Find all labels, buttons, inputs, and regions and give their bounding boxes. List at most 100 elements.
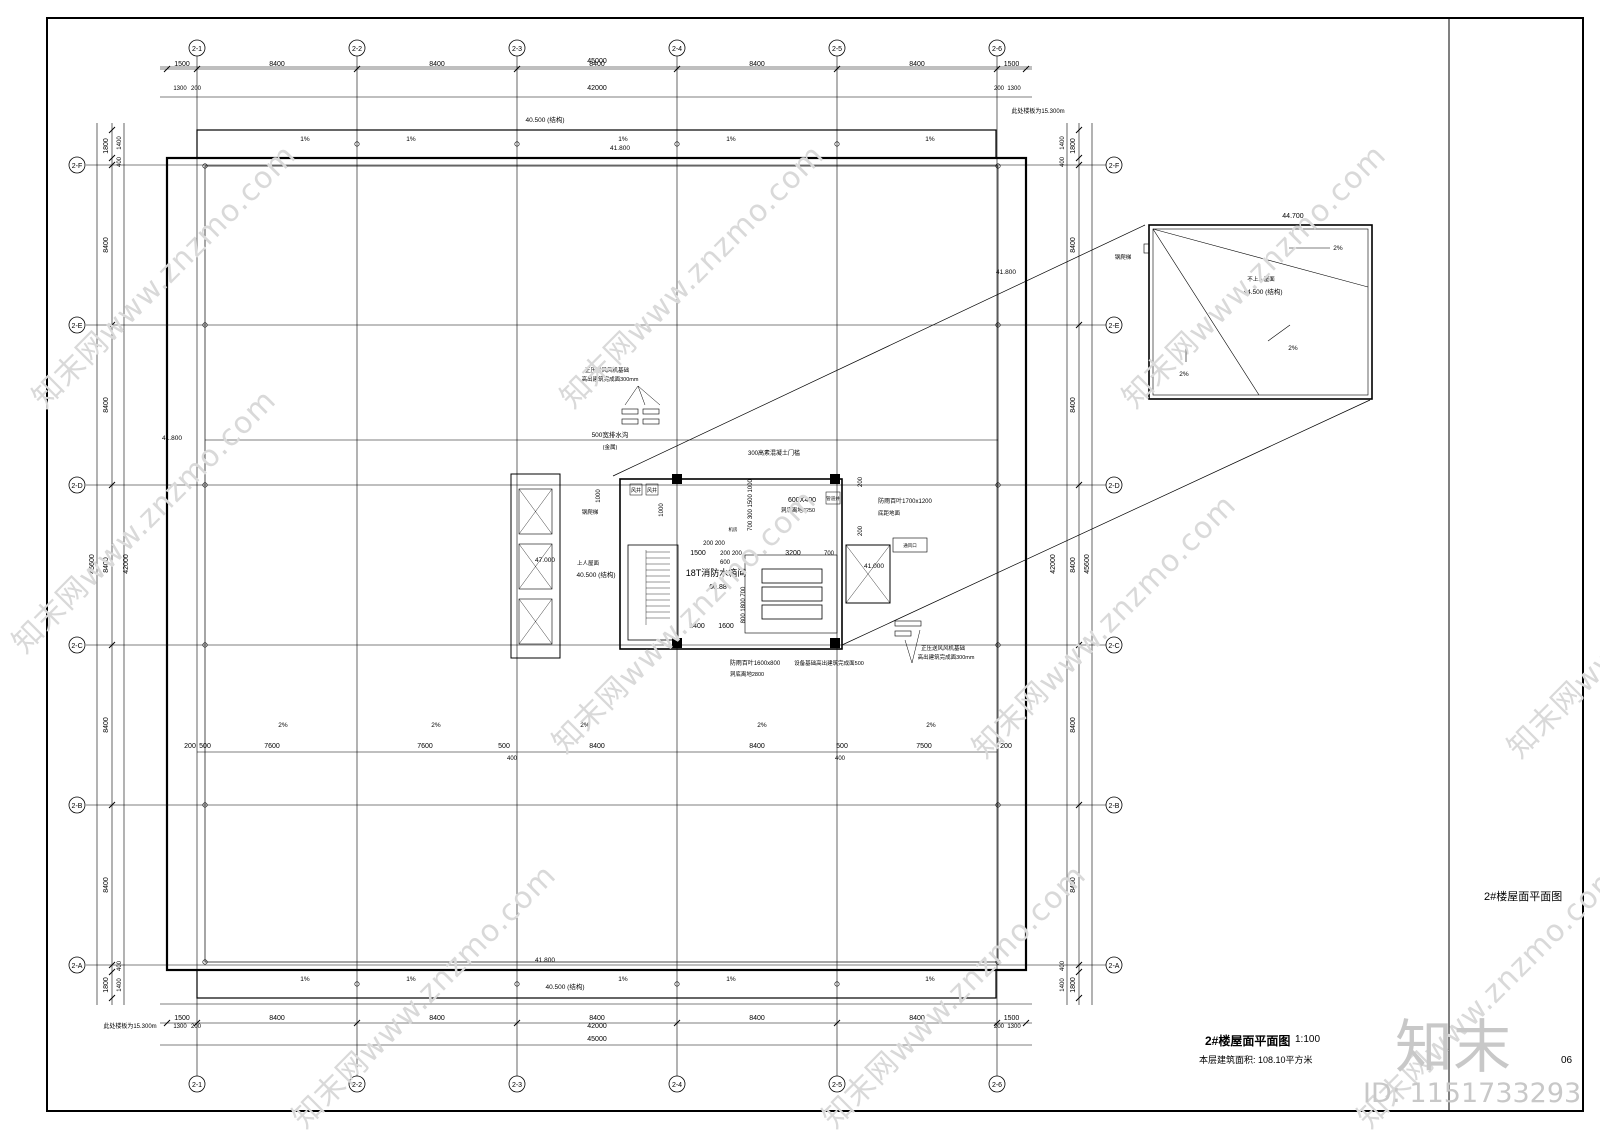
louver: 防雨百叶1600x800	[730, 659, 781, 667]
dim-inner: 42000	[587, 85, 607, 92]
slope-2pct: 2%	[431, 722, 441, 729]
axis-label-col: 2-1	[192, 1082, 202, 1089]
dim-v8400: 8400	[1070, 237, 1077, 253]
dim-stack: 800 1800 700	[741, 586, 747, 623]
slope-1pct: 1%	[726, 136, 736, 143]
axis-label-row: 2-C	[71, 643, 82, 650]
elevator-car-3	[518, 598, 553, 645]
column-2	[830, 474, 840, 484]
dim-700: 700	[824, 551, 835, 557]
axis-bubble-col	[508, 39, 526, 57]
slope-2pct: 2%	[580, 722, 590, 729]
dimension-lines	[96, 65, 1093, 1046]
dim-v1400: 1400	[1060, 978, 1066, 992]
inset-slope: 2%	[1333, 245, 1343, 252]
axis-bubble-row	[68, 156, 86, 174]
dim-bay: 8400	[269, 61, 285, 68]
axis-label-col: 2-3	[512, 46, 522, 53]
dim-bay: 8400	[429, 61, 445, 68]
stair-core	[619, 478, 843, 650]
steel-ladder: 钢爬梯	[582, 508, 599, 516]
inset-ladder: 钢爬梯	[1115, 253, 1132, 261]
fan-base-top	[621, 385, 661, 425]
dim-stack: 700 300 1500 1000	[748, 478, 754, 530]
dim-sub: 1300	[1007, 86, 1021, 92]
dim-v400: 400	[117, 156, 123, 167]
inset-note: 不上人屋面	[1247, 275, 1275, 283]
dim-1000: 1000	[596, 489, 602, 503]
axis-bubble-col	[188, 39, 206, 57]
dim-v8400: 8400	[1070, 557, 1077, 573]
axis-bubble-row	[68, 796, 86, 814]
inset-slope: 2%	[1288, 345, 1298, 352]
slope-2pct: 2%	[278, 722, 288, 729]
dim-bay: 8400	[589, 1015, 605, 1022]
dim-overall-v: 45600	[1084, 554, 1091, 574]
shaft-right	[845, 544, 891, 604]
dim-bay: 8400	[909, 61, 925, 68]
axis-label-col: 2-6	[992, 1082, 1002, 1089]
fan-tag: 风井	[631, 487, 641, 494]
side-title: 2#楼屋面平面图	[1484, 891, 1563, 903]
dim-bay: 8400	[909, 1015, 925, 1022]
dim-v400: 400	[1060, 960, 1066, 971]
axis-bubble-col	[668, 1075, 686, 1093]
dim-v8400: 8400	[103, 397, 110, 413]
axis-label-row: 2-F	[1109, 163, 1120, 170]
axis-label-col: 2-1	[192, 46, 202, 53]
elevator-car-1	[518, 488, 553, 535]
dim-v1800: 1800	[1070, 138, 1077, 154]
axis-label-row: 2-F	[72, 163, 83, 170]
edge-level-left: 41.800	[162, 435, 182, 442]
dim-v8400: 8400	[1070, 717, 1077, 733]
inset-roof-plan	[1143, 224, 1373, 400]
axis-label-row: 2-C	[1108, 643, 1119, 650]
slope-2pct: 2%	[757, 722, 767, 729]
axis-bubble-row	[1105, 476, 1123, 494]
parapet-bottom-band	[196, 969, 997, 999]
dim-bay: 8400	[429, 1015, 445, 1022]
callout-line-top	[612, 224, 1146, 477]
axis-bubble-col	[348, 1075, 366, 1093]
sheet-border	[46, 17, 1584, 1112]
axis-bubble-row	[1105, 956, 1123, 974]
duct-sub: 洞底离地3250	[781, 506, 815, 514]
dim-stack: 200 200	[720, 551, 742, 557]
slope-1pct: 1%	[300, 136, 310, 143]
axis-label-row: 2-E	[72, 323, 83, 330]
vent-box	[892, 537, 928, 553]
elevator-car-2	[518, 543, 553, 590]
dim-v1800: 1800	[1070, 977, 1077, 993]
axis-label-row: 2-B	[1109, 803, 1120, 810]
inset-level: 44.700	[1282, 213, 1304, 220]
dim-sub: 1300	[173, 1024, 187, 1030]
drawing-scale: 1:100	[1295, 1034, 1321, 1045]
dim-v8400: 8400	[103, 717, 110, 733]
gutter-label: 500宽排水沟	[592, 430, 629, 439]
edge-level-bottom: 41.800	[535, 957, 555, 964]
dim-v8400: 8400	[103, 557, 110, 573]
inset-level-struct: 44.500 (结构)	[1243, 287, 1282, 296]
dim-bay: 1500	[174, 1015, 190, 1022]
parapet-level-top: 40.500 (结构)	[525, 115, 564, 124]
canopy-note: 此处楼板为15.300m	[1011, 107, 1064, 115]
axis-label-col: 2-5	[832, 46, 842, 53]
pipe-shaft-box	[825, 491, 841, 505]
axis-bubble-row	[1105, 316, 1123, 334]
edge-level-right: 41.800	[996, 269, 1016, 276]
tank-room-outline	[744, 554, 838, 634]
fan-tag-box	[629, 483, 643, 496]
dim-v1400: 1400	[1060, 136, 1066, 150]
dim-bay: 1500	[1004, 1015, 1020, 1022]
stair-well	[627, 544, 679, 641]
dim-sub: 1300	[1007, 1024, 1021, 1030]
axis-label-row: 2-A	[1109, 963, 1120, 970]
fan-tag: 风井	[647, 487, 657, 494]
dim-v1800: 1800	[103, 977, 110, 993]
axis-bubble-col	[188, 1075, 206, 1093]
dim-bay: 1500	[1004, 61, 1020, 68]
axis-bubble-row	[68, 956, 86, 974]
slope-1pct: 1%	[300, 976, 310, 983]
fan-note: 正压送风风机基础	[585, 366, 630, 374]
